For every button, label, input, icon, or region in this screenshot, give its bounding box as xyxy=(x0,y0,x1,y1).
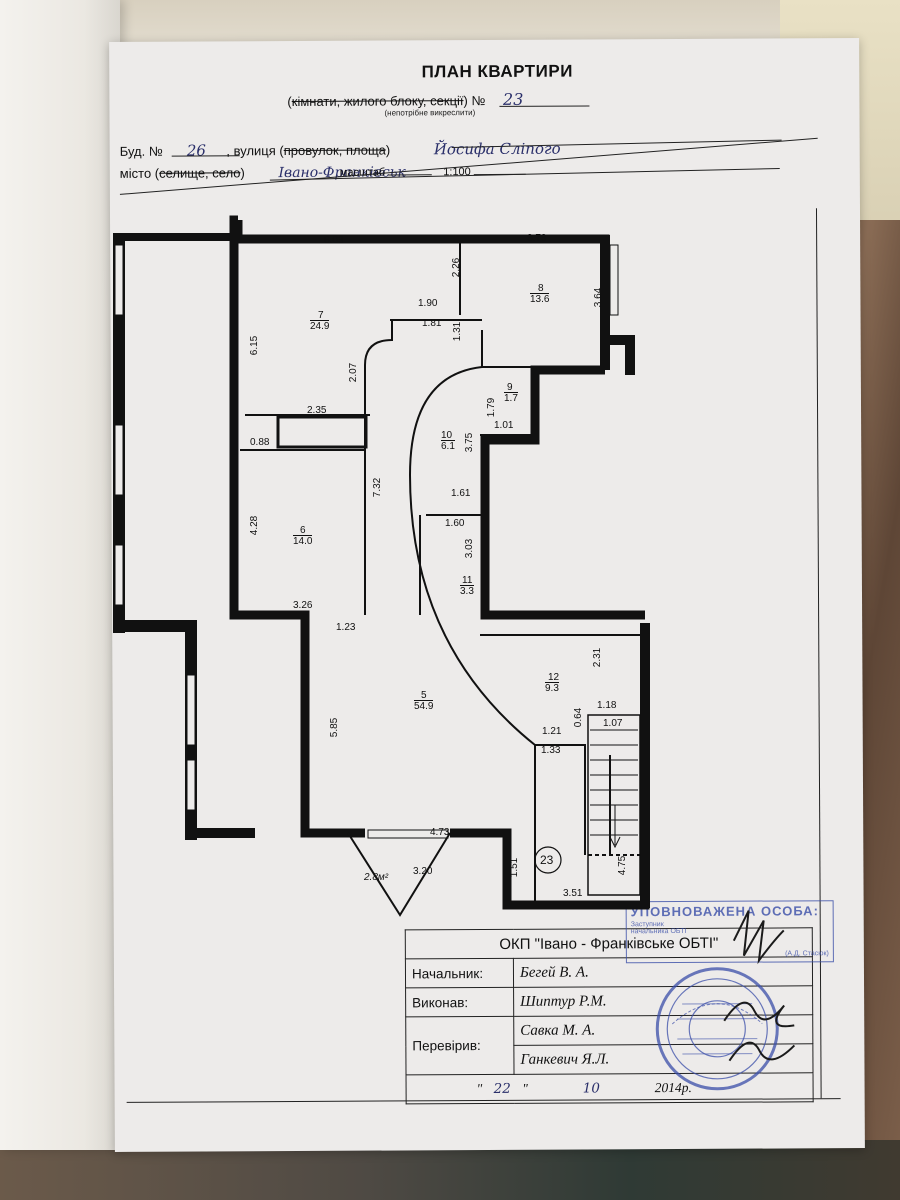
strike-note: (непотрібне викреслити) xyxy=(384,108,476,118)
left-page xyxy=(0,0,120,1150)
official-seal-icon xyxy=(655,967,779,1091)
date-month: 10 xyxy=(582,1080,600,1097)
floor-plan-drawing xyxy=(113,215,650,917)
page-title: ПЛАН КВАРТИРИ xyxy=(421,61,573,82)
checker-label: Перевірив: xyxy=(405,1016,515,1075)
building-line: Буд. № 26, вулиця (провулок, площа) Йоси… xyxy=(119,139,561,160)
floor-plan-sheet: ПЛАН КВАРТИРИ (кімнати, жилого блоку, се… xyxy=(109,38,865,1152)
date-day: 22 xyxy=(493,1080,511,1097)
unit-type-struck: кімнати, жилого блоку, секції xyxy=(291,93,464,110)
executor-label: Виконав: xyxy=(405,987,514,1017)
unit-type-line: (кімнати, жилого блоку, секції) № 23 xyxy=(287,89,524,110)
chief-label: Начальник: xyxy=(405,958,514,988)
building-number: 26 xyxy=(186,141,206,160)
frame-right xyxy=(815,208,822,1099)
apartment-number-circle xyxy=(534,846,562,874)
street-name: Йосифа Сліпого xyxy=(433,139,561,159)
signature-icon xyxy=(723,910,796,1062)
